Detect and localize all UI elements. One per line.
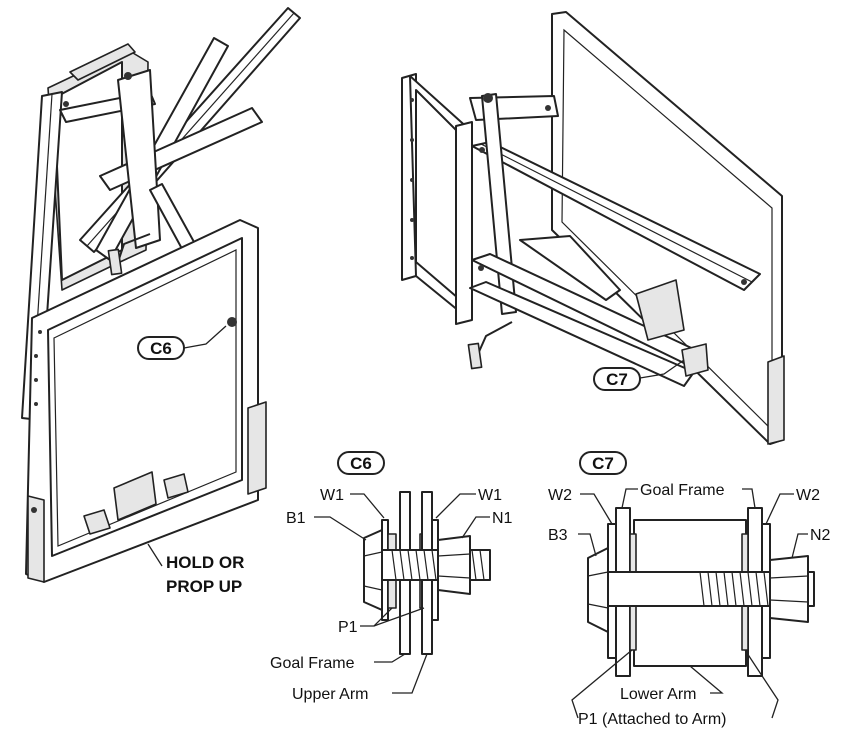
- right-assembly-illustration: [401, 11, 785, 445]
- detail-c6: C6 W1 W1 B1 N1 P1 Goal Frame U: [270, 451, 513, 703]
- callout-c6-top: C6: [137, 325, 227, 360]
- c6-label-b1: B1: [286, 510, 306, 527]
- c6-label-upper-arm: Upper Arm: [292, 686, 368, 703]
- c6-label-p1: P1: [338, 619, 358, 636]
- detail-c6-title: C6: [350, 454, 372, 473]
- c7-label-lower-arm: Lower Arm: [620, 686, 696, 703]
- c6-label-w1-right: W1: [478, 487, 502, 504]
- callout-c7-top-label: C7: [606, 370, 628, 389]
- c7-label-goal-frame: Goal Frame: [640, 482, 725, 499]
- c6-label-w1-left: W1: [320, 487, 344, 504]
- hold-or-prop-up-note: HOLD OR PROP UP: [147, 543, 244, 596]
- callout-c6-top-label: C6: [150, 339, 172, 358]
- c7-label-w2-right: W2: [796, 487, 820, 504]
- c6-label-goal-frame: Goal Frame: [270, 655, 355, 672]
- note-line-2: PROP UP: [166, 577, 242, 596]
- c7-label-p1: P1 (Attached to Arm): [578, 711, 727, 728]
- detail-c7-title: C7: [592, 454, 614, 473]
- c7-label-n2: N2: [810, 527, 831, 544]
- c7-label-b3: B3: [548, 527, 568, 544]
- c6-label-n1: N1: [492, 510, 513, 527]
- c7-label-w2-left: W2: [548, 487, 572, 504]
- detail-c7: C7 W2 Goal Frame W2 B3 N2 Low: [548, 451, 831, 728]
- left-assembly-illustration: [21, 7, 301, 583]
- callout-c7-top: C7: [593, 359, 685, 391]
- note-line-1: HOLD OR: [166, 553, 244, 572]
